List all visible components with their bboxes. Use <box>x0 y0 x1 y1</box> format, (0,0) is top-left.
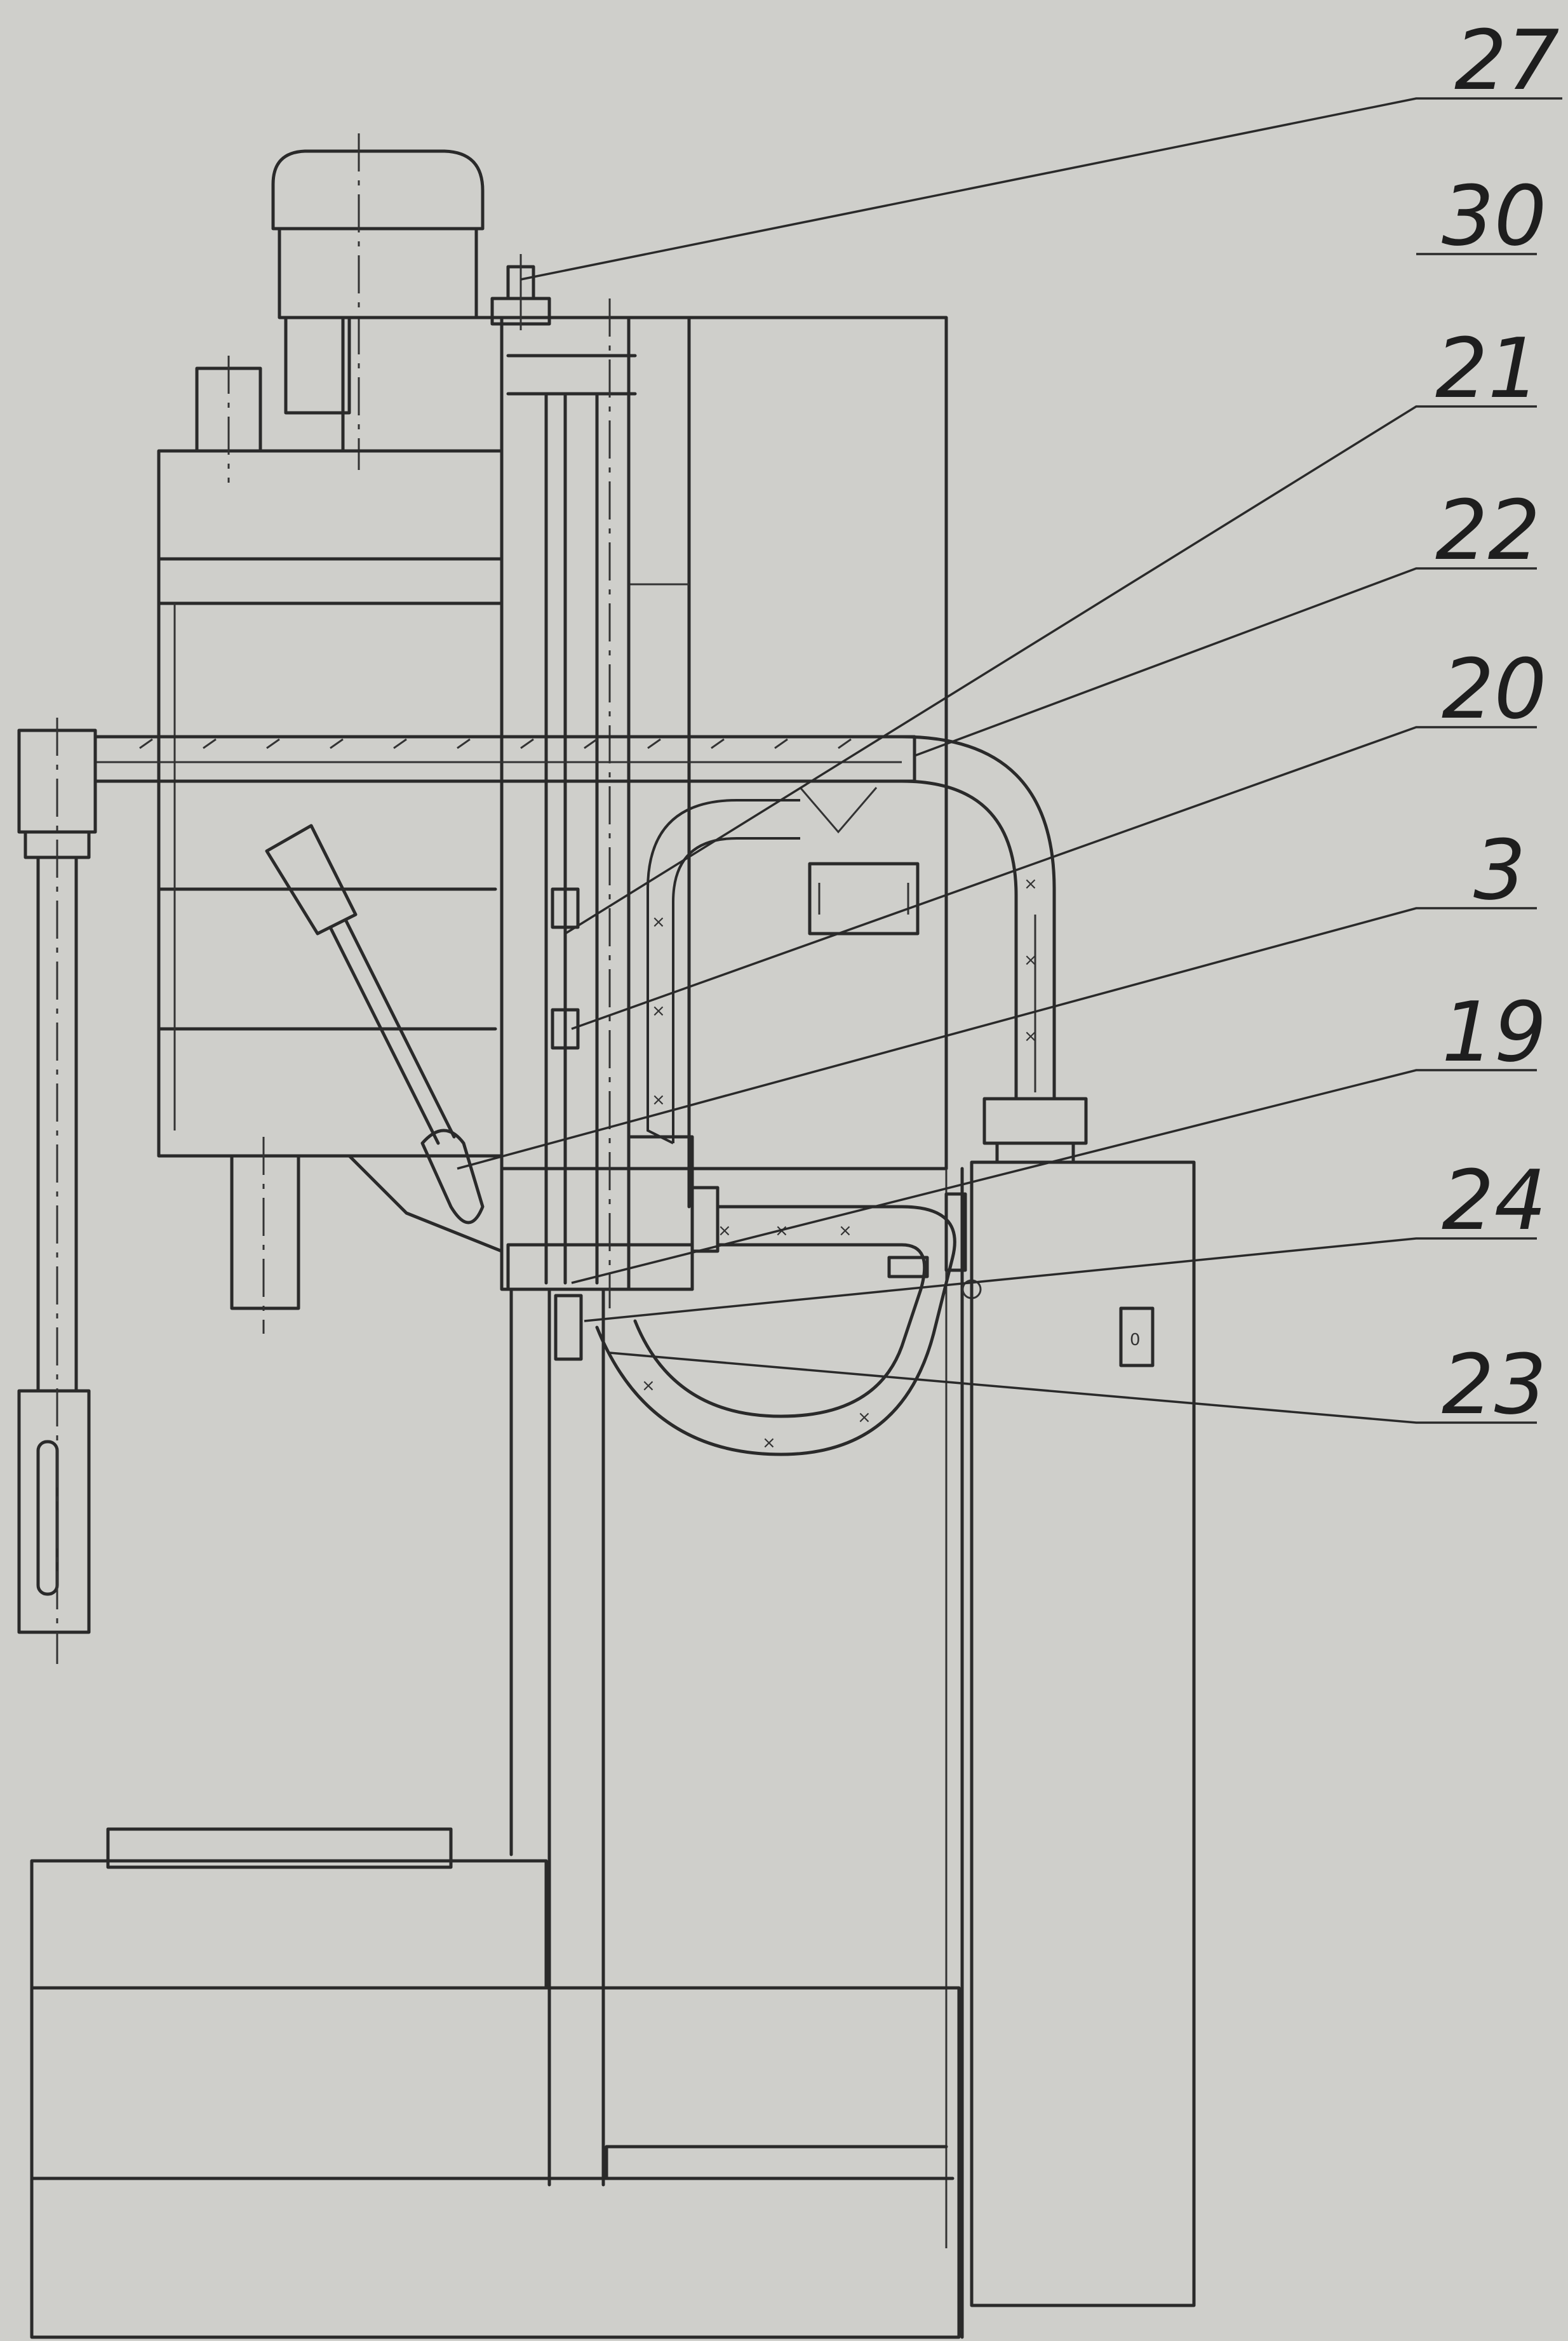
svg-text:×: × <box>652 1002 666 1021</box>
lever <box>265 824 485 1224</box>
callout-20: 20 <box>1442 641 1546 737</box>
svg-text:×: × <box>652 1090 666 1110</box>
svg-text:×: × <box>641 1376 655 1395</box>
callout-21: 21 <box>1435 320 1540 417</box>
callout-27: 27 <box>1454 12 1559 109</box>
callout-22: 22 <box>1435 482 1540 579</box>
callout-24: 24 <box>1442 1152 1546 1249</box>
top-bolt <box>490 254 551 330</box>
motor <box>271 133 485 470</box>
svg-text:×: × <box>857 1408 871 1427</box>
horizontal-arm: × × × <box>93 735 1088 1164</box>
callout-19: 19 <box>1442 984 1546 1080</box>
inner-hose-loop: × × × <box>551 787 920 1144</box>
callouts: 27 30 21 22 20 3 19 24 23 <box>1435 12 1559 1433</box>
svg-text:×: × <box>838 1221 852 1240</box>
svg-text:×: × <box>1024 1027 1038 1046</box>
callout-23: 23 <box>1442 1336 1546 1433</box>
column <box>500 298 964 2339</box>
spindle <box>230 1137 504 1334</box>
coupling-block: × × × <box>627 1135 904 1291</box>
base <box>30 1827 961 2339</box>
svg-text:×: × <box>762 1433 776 1452</box>
callout-30: 30 <box>1442 168 1546 264</box>
svg-text:×: × <box>1024 951 1038 970</box>
svg-text:×: × <box>1024 875 1038 894</box>
leader-lines <box>457 97 1562 1424</box>
svg-text:×: × <box>652 913 666 932</box>
left-rod-assembly <box>17 718 97 1664</box>
switch-label: 0 <box>1130 1331 1141 1350</box>
callout-3: 3 <box>1473 822 1526 918</box>
lower-hose-loop: × × × <box>554 1192 982 1456</box>
switch-box <box>1119 1306 1155 1367</box>
svg-text:×: × <box>718 1221 732 1240</box>
right-cabinet: 0 <box>970 1160 1196 2307</box>
